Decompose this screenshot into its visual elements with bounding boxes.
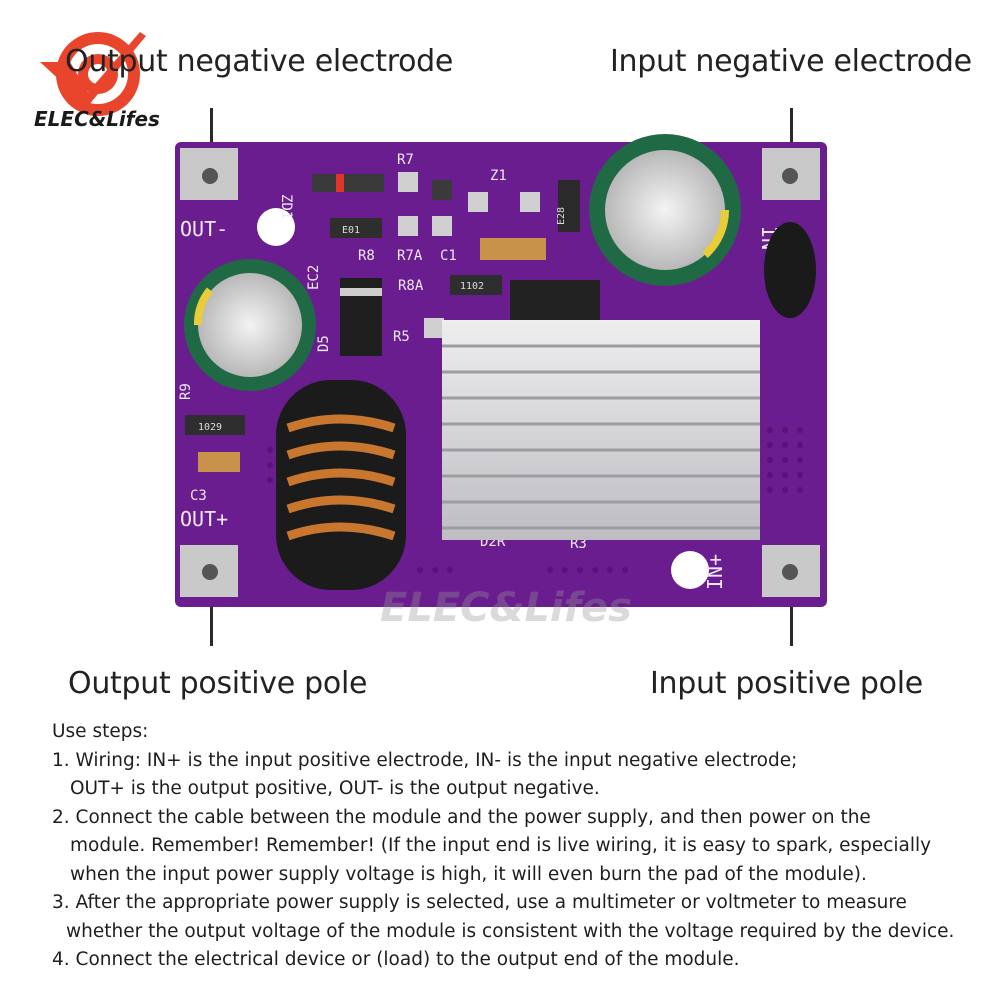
instruction-line: module. Remember! Remember! (If the inpu… bbox=[70, 835, 932, 856]
inductor bbox=[276, 380, 406, 590]
svg-text:1102: 1102 bbox=[460, 281, 484, 292]
instruction-line: 3. After the appropriate power supply is… bbox=[52, 892, 907, 913]
silk-r8: R8 bbox=[358, 248, 375, 264]
instructions-heading: Use steps: bbox=[52, 721, 149, 742]
silk-c3: C3 bbox=[190, 488, 207, 504]
silk-out-minus: OUT- bbox=[180, 217, 228, 241]
zener-diode-zd1 bbox=[312, 174, 384, 192]
silk-d5: D5 bbox=[316, 335, 332, 352]
z1-part bbox=[558, 180, 580, 232]
mounting-hole-bottom bbox=[671, 551, 709, 589]
callout-input-negative: Input negative electrode bbox=[610, 44, 972, 79]
svg-text:E28: E28 bbox=[556, 207, 567, 225]
leader-line-input-negative bbox=[790, 108, 793, 168]
leader-line-output-positive bbox=[210, 580, 213, 646]
silk-r5: R5 bbox=[393, 329, 410, 345]
silk-out-plus: OUT+ bbox=[180, 507, 228, 531]
callout-input-positive: Input positive pole bbox=[650, 666, 923, 701]
leader-line-input-positive bbox=[790, 580, 793, 646]
instruction-line: 2. Connect the cable between the module … bbox=[52, 806, 871, 828]
silk-r8a: R8A bbox=[398, 278, 424, 294]
silk-in-plus: IN+ bbox=[703, 554, 727, 590]
resistor-r8 bbox=[330, 218, 382, 238]
mounting-hole-top bbox=[257, 208, 295, 246]
callout-output-positive: Output positive pole bbox=[68, 666, 368, 701]
silk-z1: Z1 bbox=[490, 168, 507, 184]
resistor-r9 bbox=[185, 415, 245, 435]
brand-logo bbox=[40, 32, 146, 116]
instruction-line: whether the output voltage of the module… bbox=[66, 920, 955, 942]
leader-line-output-negative bbox=[210, 108, 213, 168]
silk-ec2: EC2 bbox=[306, 265, 322, 290]
silk-r9: R9 bbox=[178, 383, 194, 400]
callout-output-negative: Output negative electrode bbox=[65, 44, 454, 79]
capacitor-c3 bbox=[198, 452, 240, 472]
brand-logo-text: ELEC&Lifes bbox=[34, 107, 160, 131]
silk-zd1: ZD1 bbox=[278, 194, 294, 219]
usage-instructions: Use steps: 1. Wiring: IN+ is the input p… bbox=[52, 718, 982, 975]
ic-chip bbox=[510, 280, 600, 320]
svg-text:E01: E01 bbox=[342, 225, 360, 236]
thermistor bbox=[764, 222, 816, 318]
instruction-line: 4. Connect the electrical device or (loa… bbox=[52, 949, 740, 970]
instruction-line: 1. Wiring: IN+ is the input positive ele… bbox=[52, 749, 798, 771]
silk-c1: C1 bbox=[440, 248, 457, 264]
capacitor-c1 bbox=[480, 238, 546, 260]
heatsink bbox=[442, 320, 760, 540]
silk-r7: R7 bbox=[397, 152, 414, 168]
watermark: ELEC&Lifes bbox=[380, 585, 632, 631]
silk-r7a: R7A bbox=[397, 248, 423, 264]
pcb-board: OUT- OUT+ IN- IN+ ZD1 R7 R8 R7A C1 R8A Z… bbox=[175, 134, 827, 607]
instruction-line: OUT+ is the output positive, OUT- is the… bbox=[70, 778, 600, 799]
svg-text:1029: 1029 bbox=[198, 422, 222, 433]
instruction-line: when the input power supply voltage is h… bbox=[70, 863, 867, 885]
resistor-r8a bbox=[450, 275, 502, 295]
